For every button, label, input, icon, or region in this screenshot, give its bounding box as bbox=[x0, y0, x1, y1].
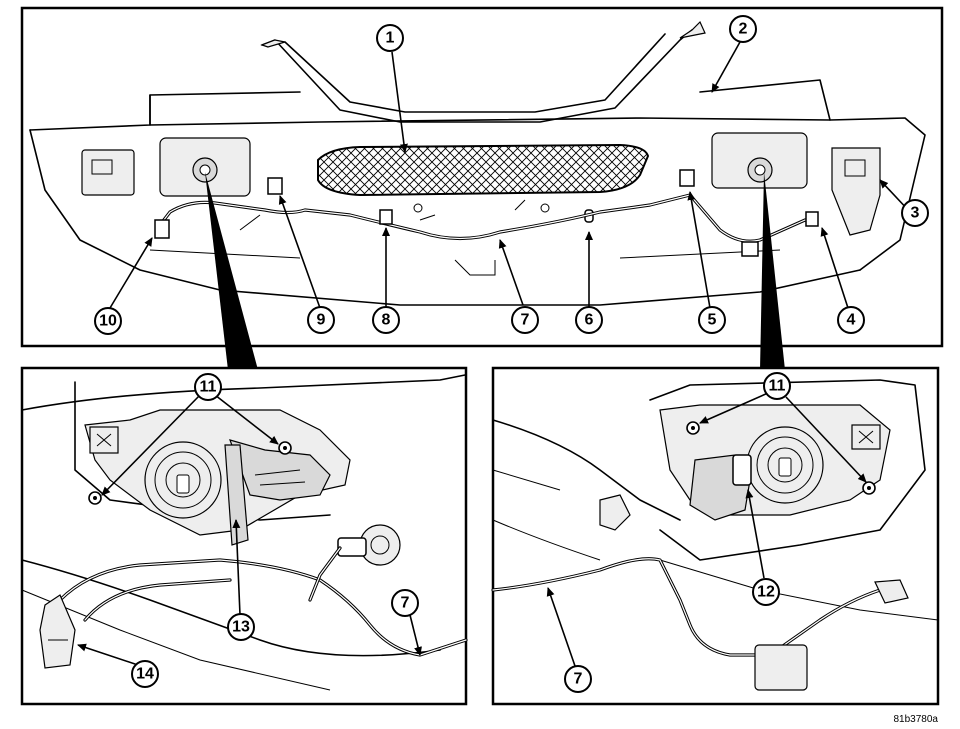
callout-11-left: 11 bbox=[194, 373, 222, 401]
right-zoom-indicator bbox=[760, 172, 785, 370]
svg-text:11: 11 bbox=[769, 378, 786, 395]
callout-5: 5 bbox=[698, 306, 726, 334]
connector-10 bbox=[154, 219, 170, 239]
right-harness-connector bbox=[754, 644, 808, 691]
callout-13: 13 bbox=[227, 613, 255, 641]
callout-8: 8 bbox=[372, 306, 400, 334]
left-detail-panel: 11 13 14 7 bbox=[20, 366, 468, 706]
svg-text:7: 7 bbox=[574, 671, 583, 688]
svg-text:8: 8 bbox=[382, 312, 391, 329]
connector-9 bbox=[267, 177, 283, 195]
svg-text:4: 4 bbox=[847, 312, 856, 329]
svg-text:13: 13 bbox=[232, 619, 250, 636]
svg-text:10: 10 bbox=[99, 313, 117, 330]
callout-4: 4 bbox=[837, 306, 865, 334]
top-panel-bumper-overview: 1 2 3 4 5 6 7 8 9 10 bbox=[20, 6, 944, 348]
callout-1: 1 bbox=[376, 24, 404, 52]
callout-3: 3 bbox=[901, 199, 929, 227]
callout-7-right: 7 bbox=[564, 665, 592, 693]
connector-14 bbox=[39, 594, 76, 669]
figure-id: 81b3780a bbox=[894, 714, 939, 725]
svg-text:1: 1 bbox=[386, 30, 395, 47]
callout-11-right: 11 bbox=[763, 372, 791, 400]
svg-text:2: 2 bbox=[739, 21, 748, 38]
connector-5 bbox=[679, 169, 695, 187]
right-bracket bbox=[831, 147, 881, 236]
svg-text:3: 3 bbox=[911, 205, 920, 222]
lamp-bracket-13 bbox=[224, 444, 249, 546]
left-bracket bbox=[81, 149, 135, 196]
callout-9: 9 bbox=[307, 306, 335, 334]
callout-7-left: 7 bbox=[391, 589, 419, 617]
clip-8 bbox=[379, 209, 393, 225]
svg-text:6: 6 bbox=[585, 312, 594, 329]
callout-10: 10 bbox=[94, 307, 122, 335]
callout-7: 7 bbox=[511, 306, 539, 334]
center-grille bbox=[317, 143, 650, 197]
callout-2: 2 bbox=[729, 15, 757, 43]
svg-text:14: 14 bbox=[136, 666, 154, 683]
connector-4 bbox=[805, 211, 819, 227]
svg-text:9: 9 bbox=[317, 312, 326, 329]
svg-text:7: 7 bbox=[521, 312, 530, 329]
svg-text:7: 7 bbox=[401, 595, 410, 612]
callout-6: 6 bbox=[575, 306, 603, 334]
right-detail-panel: 11 12 7 bbox=[491, 366, 940, 706]
callout-12: 12 bbox=[752, 578, 780, 606]
svg-text:12: 12 bbox=[757, 584, 775, 601]
svg-text:11: 11 bbox=[200, 379, 217, 396]
callout-14: 14 bbox=[131, 660, 159, 688]
left-zoom-indicator bbox=[205, 172, 258, 370]
svg-text:5: 5 bbox=[708, 312, 717, 329]
